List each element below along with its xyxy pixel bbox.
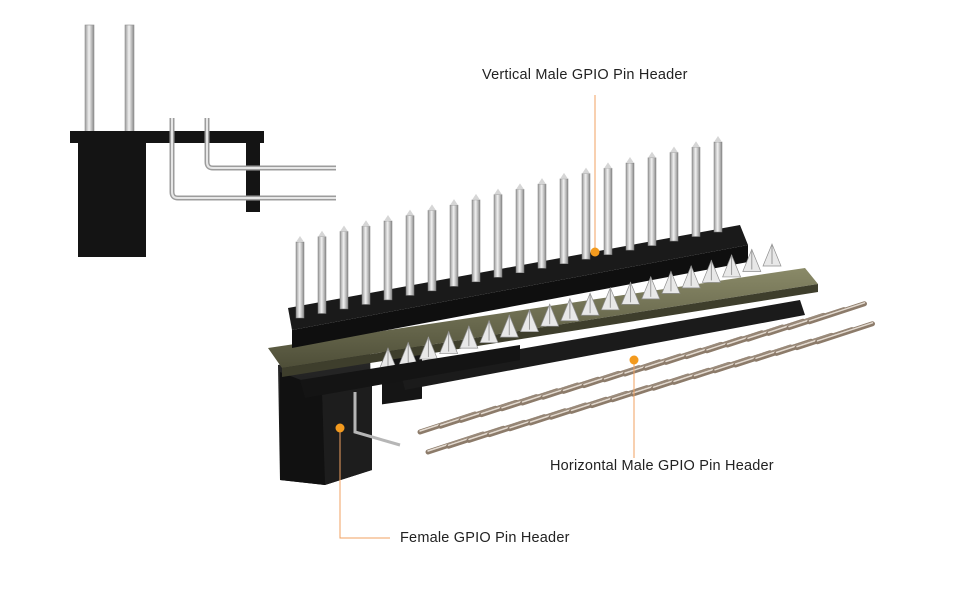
- solder-joint: [499, 314, 519, 338]
- vertical-pin: [537, 183, 547, 269]
- vertical-pin: [317, 236, 327, 314]
- horizontal-male-header-label: Horizontal Male GPIO Pin Header: [550, 458, 774, 474]
- vertical-pin: [361, 225, 371, 305]
- pcb-board: [268, 268, 818, 368]
- vertical-pin: [471, 199, 481, 283]
- vertical-pin: [647, 157, 657, 246]
- solder-joint: [580, 292, 600, 316]
- solder-joint: [742, 248, 762, 272]
- solder-joints-group: [378, 243, 782, 371]
- solder-joint: [681, 264, 701, 289]
- vertical-pin: [449, 204, 459, 287]
- horizontal-pins-group: [417, 301, 875, 455]
- solder-joint: [479, 319, 499, 343]
- solder-joint: [621, 281, 641, 305]
- callout-leaders: [335, 95, 639, 539]
- side-profile-diagram: [70, 24, 336, 257]
- vertical-pins-group: [295, 136, 723, 319]
- solder-joint: [722, 254, 742, 278]
- vertical-pin: [339, 231, 349, 310]
- vertical-pin: [603, 168, 613, 255]
- vertical-pin: [713, 141, 723, 233]
- horizontal-pin: [815, 321, 875, 345]
- vertical-callout-dot: [590, 247, 600, 257]
- vertical-pin: [295, 241, 305, 319]
- solder-joint: [519, 308, 539, 333]
- vertical-pin: [405, 215, 415, 296]
- vertical-pin: [383, 220, 393, 301]
- solder-joint: [701, 259, 721, 283]
- vertical-male-header-label: Vertical Male GPIO Pin Header: [482, 67, 688, 83]
- solder-joint: [418, 336, 438, 360]
- solder-joint: [661, 270, 681, 294]
- vertical-pin: [427, 210, 437, 292]
- female-callout-dot: [335, 423, 345, 433]
- vertical-pin: [625, 162, 635, 251]
- female-header-label: Female GPIO Pin Header: [400, 530, 570, 546]
- solder-joint: [560, 297, 580, 322]
- horizontal-pin: [807, 301, 867, 325]
- vertical-pin: [559, 178, 569, 264]
- horizontal-callout-dot: [629, 355, 639, 365]
- solder-joint: [540, 303, 560, 327]
- adapter-photo: [268, 136, 875, 485]
- solder-joint: [641, 275, 661, 300]
- vertical-pin: [581, 173, 591, 260]
- vertical-pin: [493, 194, 503, 278]
- vertical-pin: [669, 152, 679, 242]
- vertical-pin: [691, 147, 701, 237]
- solder-joint: [439, 330, 459, 354]
- vertical-pin: [515, 189, 525, 273]
- solder-joint: [762, 243, 782, 267]
- solder-joint: [600, 286, 620, 311]
- solder-joint: [459, 325, 479, 349]
